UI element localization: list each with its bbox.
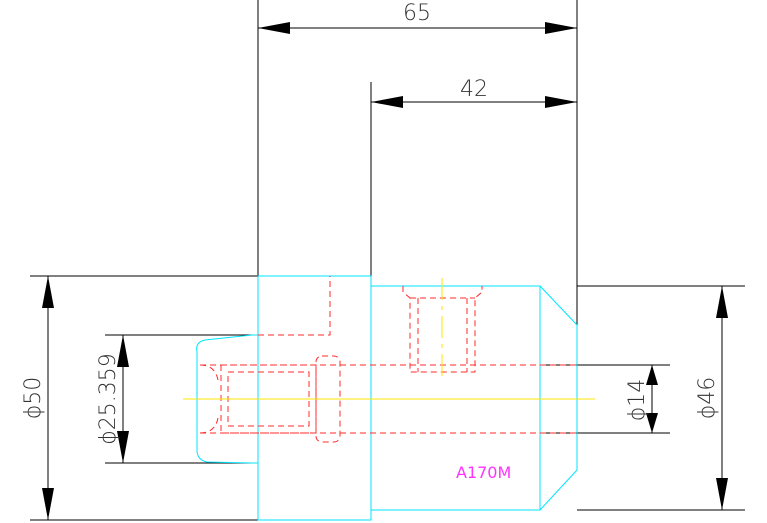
dimension-body-diameter: ϕ46: [577, 285, 745, 511]
dimension-inner-diameter: ϕ25.359: [96, 334, 252, 464]
dimension-text-phi14: ϕ14: [625, 379, 650, 422]
dimension-bore-diameter: ϕ14: [540, 364, 670, 434]
dimension-outer-diameter: ϕ50: [21, 275, 258, 521]
hidden-lines: [199, 276, 577, 443]
dimension-text-65: 65: [403, 1, 431, 26]
dimension-text-phi46: ϕ46: [695, 377, 720, 420]
dimension-text-phi25-359: ϕ25.359: [96, 353, 121, 445]
dimension-text-42: 42: [460, 77, 488, 102]
dimension-text-phi50: ϕ50: [21, 377, 46, 420]
part-outline: [196, 275, 578, 521]
dimension-overall-length: 65: [257, 0, 578, 325]
centerlines: [183, 278, 595, 400]
part-label: A170M: [456, 463, 511, 482]
dimension-partial-length: 42: [370, 77, 577, 286]
